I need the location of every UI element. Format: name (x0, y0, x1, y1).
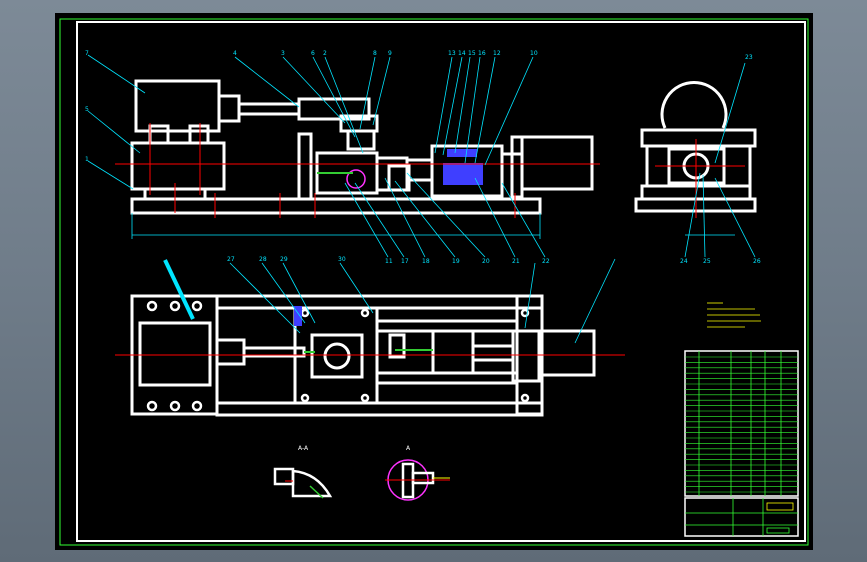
balloon-label: 3 (281, 50, 285, 57)
balloon-label: 30 (338, 256, 346, 263)
section-label: A-A (298, 445, 309, 452)
balloon-label: 1 (85, 156, 89, 163)
balloon-label: 9 (388, 50, 392, 57)
balloon-label: 26 (753, 258, 761, 265)
detail-view-a: A (385, 445, 450, 501)
balloon-label: 27 (227, 256, 235, 263)
balloon-label: 8 (373, 50, 377, 57)
view-label: A (406, 445, 411, 452)
balloon-label: 21 (512, 258, 520, 265)
balloon-label: 2 (323, 50, 327, 57)
balloon-label: 23 (745, 54, 753, 61)
leader-lines-front (87, 54, 546, 258)
balloon-label: 19 (452, 258, 460, 265)
balloon-label: 25 (703, 258, 711, 265)
balloon-label: 10 (530, 50, 538, 57)
title-block (684, 497, 799, 537)
drawing-sheet: 7 5 1 4 3 6 2 8 9 13 14 15 16 12 10 11 1… (55, 13, 813, 550)
balloon-label: 24 (680, 258, 688, 265)
balloon-label: 4 (233, 50, 237, 57)
balloon-label: 11 (385, 258, 393, 265)
technical-notes (707, 302, 761, 328)
detail-view-section: A-A (273, 445, 333, 499)
handle-lever (163, 259, 195, 320)
inner-frame (76, 21, 806, 542)
hatch-area (443, 163, 483, 185)
leader-lines-side (684, 62, 756, 258)
cad-drawing: 7 5 1 4 3 6 2 8 9 13 14 15 16 12 10 11 1… (59, 18, 809, 546)
outer-frame (59, 18, 809, 546)
top-hub (323, 342, 351, 370)
leader-lines-top (229, 258, 616, 344)
balloon-label: 17 (401, 258, 409, 265)
balloon-label: 22 (542, 258, 550, 265)
hatch-area (447, 149, 477, 157)
balloon-label: 16 (478, 50, 486, 57)
balloon-label: 29 (280, 256, 288, 263)
balloon-label: 14 (458, 50, 466, 57)
balloon-label: 12 (493, 50, 501, 57)
sectional-circle (346, 169, 366, 189)
balloon-label: 6 (311, 50, 315, 57)
balloon-label: 15 (468, 50, 476, 57)
balloon-label: 13 (448, 50, 456, 57)
balloon-label: 20 (482, 258, 490, 265)
balloon-label: 28 (259, 256, 267, 263)
front-view (130, 79, 594, 215)
bolt-heads (146, 300, 530, 412)
balloon-label: 7 (85, 50, 89, 57)
balloon-label: 18 (422, 258, 430, 265)
parts-list (684, 350, 799, 497)
hatch-area (294, 306, 302, 326)
balloon-label: 5 (85, 106, 89, 113)
